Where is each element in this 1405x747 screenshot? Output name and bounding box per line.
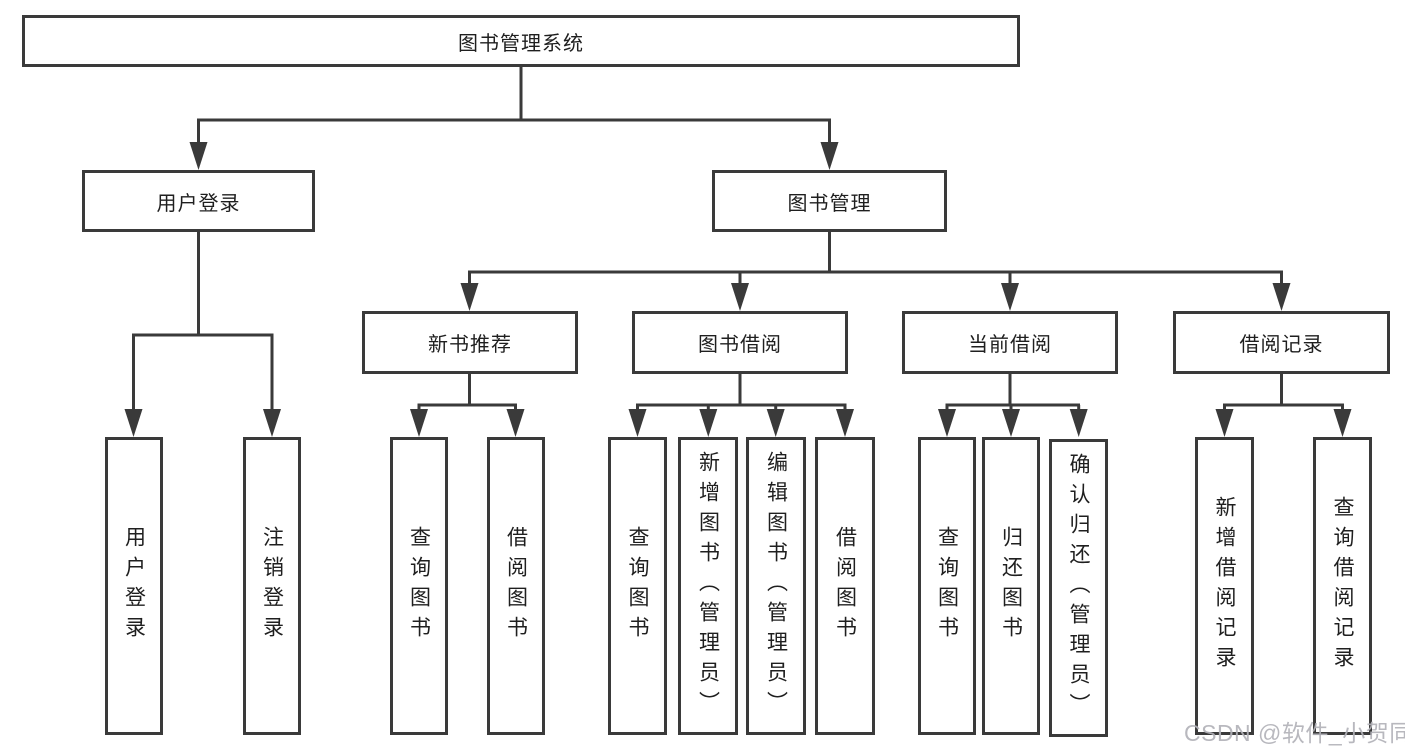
- leaf-logout: 注销登录: [243, 437, 301, 735]
- leaf-borrow-books: 借阅图书: [815, 437, 875, 735]
- csdn-watermark: CSDN @软件_小贺同学: [1184, 720, 1405, 746]
- node-current-borrowing: 当前借阅: [902, 311, 1118, 374]
- arrowheads: [124, 142, 1352, 437]
- node-user-login: 用户登录: [82, 170, 315, 232]
- leaf-return-books: 归还图书: [982, 437, 1040, 735]
- leaf-borrow-books-recommend: 借阅图书: [487, 437, 545, 735]
- leaf-query-books-current: 查询图书: [918, 437, 976, 735]
- leaf-edit-books-admin: 编辑图书（管理员）: [746, 437, 806, 735]
- node-borrowing-records: 借阅记录: [1173, 311, 1390, 374]
- node-new-book-recommend: 新书推荐: [362, 311, 578, 374]
- leaf-query-books-recommend: 查询图书: [390, 437, 448, 735]
- leaf-add-books-admin: 新增图书（管理员）: [678, 437, 738, 735]
- node-book-borrowing: 图书借阅: [632, 311, 848, 374]
- node-book-management: 图书管理: [712, 170, 947, 232]
- node-library-management-system: 图书管理系统: [22, 15, 1020, 67]
- leaf-query-books-borrowing: 查询图书: [608, 437, 667, 735]
- leaf-query-borrow-record: 查询借阅记录: [1313, 437, 1372, 735]
- leaf-user-login: 用户登录: [105, 437, 163, 735]
- leaf-add-borrow-record: 新增借阅记录: [1195, 437, 1254, 735]
- leaf-confirm-return-admin: 确认归还（管理员）: [1049, 439, 1108, 737]
